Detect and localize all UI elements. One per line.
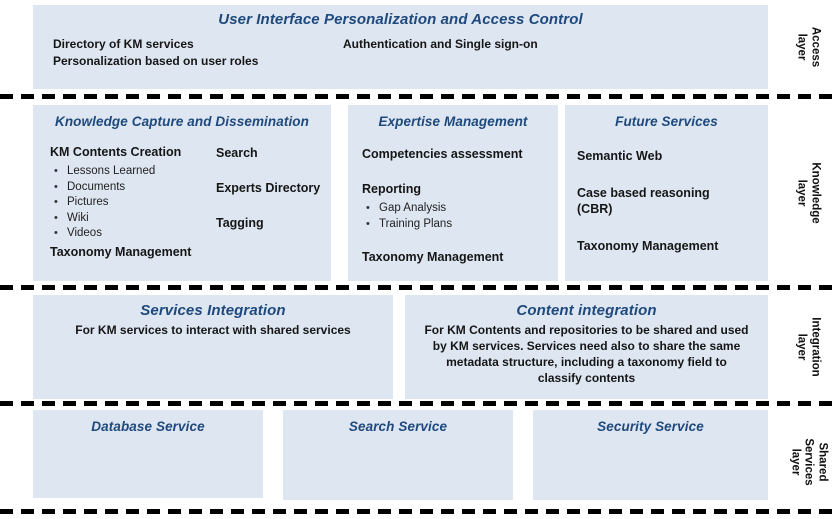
services-integration-description: For KM services to interact with shared …: [75, 323, 351, 337]
access-layer-label-text: Access layer: [796, 26, 822, 68]
integration-layer-separator-dashed-line: [0, 401, 834, 406]
semantic-web-label: Semantic Web: [577, 149, 663, 163]
database-service-title: Database Service: [91, 419, 205, 434]
list-item: Training Plans: [362, 217, 547, 233]
taxonomy-management-label: Taxonomy Management: [362, 250, 504, 264]
list-item: Videos: [50, 226, 218, 242]
expertise-management-box: Expertise Management Competencies assess…: [348, 105, 558, 281]
database-service-box: Database Service: [33, 410, 263, 498]
access-layer-box: User Interface Personalization and Acces…: [33, 5, 768, 89]
search-label: Search: [216, 146, 258, 160]
taxonomy-management-label: Taxonomy Management: [577, 239, 719, 253]
list-item: Pictures: [50, 195, 218, 211]
future-services-content: Semantic Web Case based reasoning (CBR) …: [577, 148, 762, 254]
list-item: Lessons Learned: [50, 164, 218, 180]
access-left-items: Directory of KM services Personalization…: [53, 36, 258, 70]
competencies-assessment-label: Competencies assessment: [362, 147, 523, 161]
expertise-content: Competencies assessment Reporting Gap An…: [362, 146, 547, 265]
services-integration-box: Services Integration For KM services to …: [33, 295, 393, 399]
future-services-box: Future Services Semantic Web Case based …: [565, 105, 768, 281]
knowledge-layer-separator-dashed-line: [0, 285, 834, 290]
km-contents-column: KM Contents Creation Lessons Learned Doc…: [50, 144, 218, 260]
content-integration-box: Content integration For KM Contents and …: [405, 295, 768, 399]
access-box-title: User Interface Personalization and Acces…: [218, 11, 583, 28]
list-item: Documents: [50, 180, 218, 196]
list-item: Gap Analysis: [362, 201, 547, 217]
tagging-label: Tagging: [216, 216, 264, 230]
case-based-reasoning-label: Case based reasoning (CBR): [577, 186, 710, 216]
security-service-box: Security Service: [533, 410, 768, 500]
bottom-separator-dashed-line: [0, 509, 834, 514]
content-integration-description: For KM Contents and repositories to be s…: [424, 323, 749, 385]
reporting-heading: Reporting: [362, 182, 422, 196]
integration-layer-label-text: Integration layer: [796, 317, 822, 377]
content-integration-title: Content integration: [516, 302, 657, 319]
list-item: Wiki: [50, 211, 218, 227]
km-contents-creation-heading: KM Contents Creation: [50, 145, 182, 159]
services-integration-title: Services Integration: [140, 302, 286, 319]
search-service-box: Search Service: [283, 410, 513, 500]
expertise-management-title: Expertise Management: [378, 114, 528, 129]
access-item-personalization: Personalization based on user roles: [53, 54, 259, 68]
experts-directory-label: Experts Directory: [216, 181, 321, 195]
km-services-column: Search Experts Directory Tagging: [216, 146, 320, 251]
access-right-items: Authentication and Single sign-on: [343, 36, 538, 53]
shared-services-layer-label-text: Shared Services layer: [789, 438, 829, 486]
search-service-title: Search Service: [348, 419, 448, 434]
knowledge-layer-label-text: Knowledge layer: [796, 162, 822, 224]
km-contents-list: Lessons Learned Documents Pictures Wiki …: [50, 164, 218, 242]
access-item-directory: Directory of KM services: [53, 37, 194, 51]
security-service-title: Security Service: [597, 419, 704, 434]
future-services-title: Future Services: [615, 114, 718, 129]
knowledge-capture-title: Knowledge Capture and Dissemination: [54, 114, 310, 129]
taxonomy-management-label: Taxonomy Management: [50, 244, 192, 259]
reporting-list: Gap Analysis Training Plans: [362, 201, 547, 232]
access-layer-separator-dashed-line: [0, 94, 834, 99]
knowledge-capture-box: Knowledge Capture and Dissemination KM C…: [33, 105, 331, 281]
access-item-authentication: Authentication and Single sign-on: [343, 37, 538, 51]
